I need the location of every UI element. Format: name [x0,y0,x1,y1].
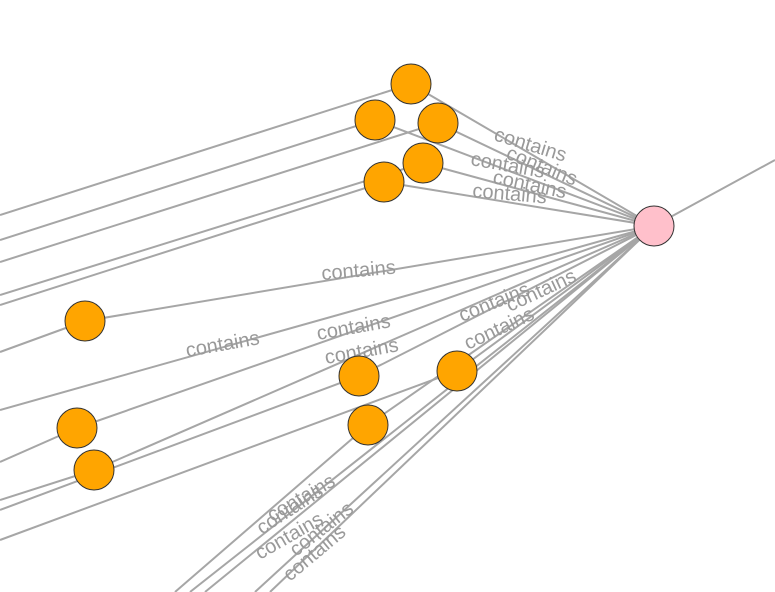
edge [358,225,655,377]
graph-node[interactable] [402,142,444,184]
edge [0,370,458,541]
edge [0,225,655,411]
edge [174,424,369,592]
node-layer [56,63,675,491]
edge [367,225,655,426]
edge [0,83,412,216]
graph-node[interactable] [354,99,396,141]
hub-node[interactable] [633,205,675,247]
graph-node[interactable] [436,350,478,392]
edge [653,159,775,227]
edge-label: contains [321,257,397,285]
edge [0,162,424,296]
edge [0,375,360,511]
graph-node[interactable] [390,63,432,105]
edge [0,181,385,306]
edge [437,122,655,227]
graph-node[interactable] [64,300,106,342]
graph-node[interactable] [56,407,98,449]
edge [254,225,655,592]
edge [204,225,655,592]
edge [383,181,655,227]
edge [456,225,655,372]
edge [374,119,655,227]
edge [269,225,655,592]
edge [76,225,655,429]
graph-node[interactable] [338,355,380,397]
graph-node[interactable] [417,102,459,144]
edge [422,162,655,227]
edge [189,225,655,592]
edge [84,225,655,322]
graph-node[interactable] [363,161,405,203]
edge [0,122,439,263]
edge-label-layer: contains contains contains contains cont… [184,124,580,586]
edge-layer [0,83,775,592]
graph-node[interactable] [347,404,389,446]
graph-node[interactable] [73,449,115,491]
edge-label: contains [184,327,261,362]
edge [93,225,655,471]
edge [0,119,376,241]
